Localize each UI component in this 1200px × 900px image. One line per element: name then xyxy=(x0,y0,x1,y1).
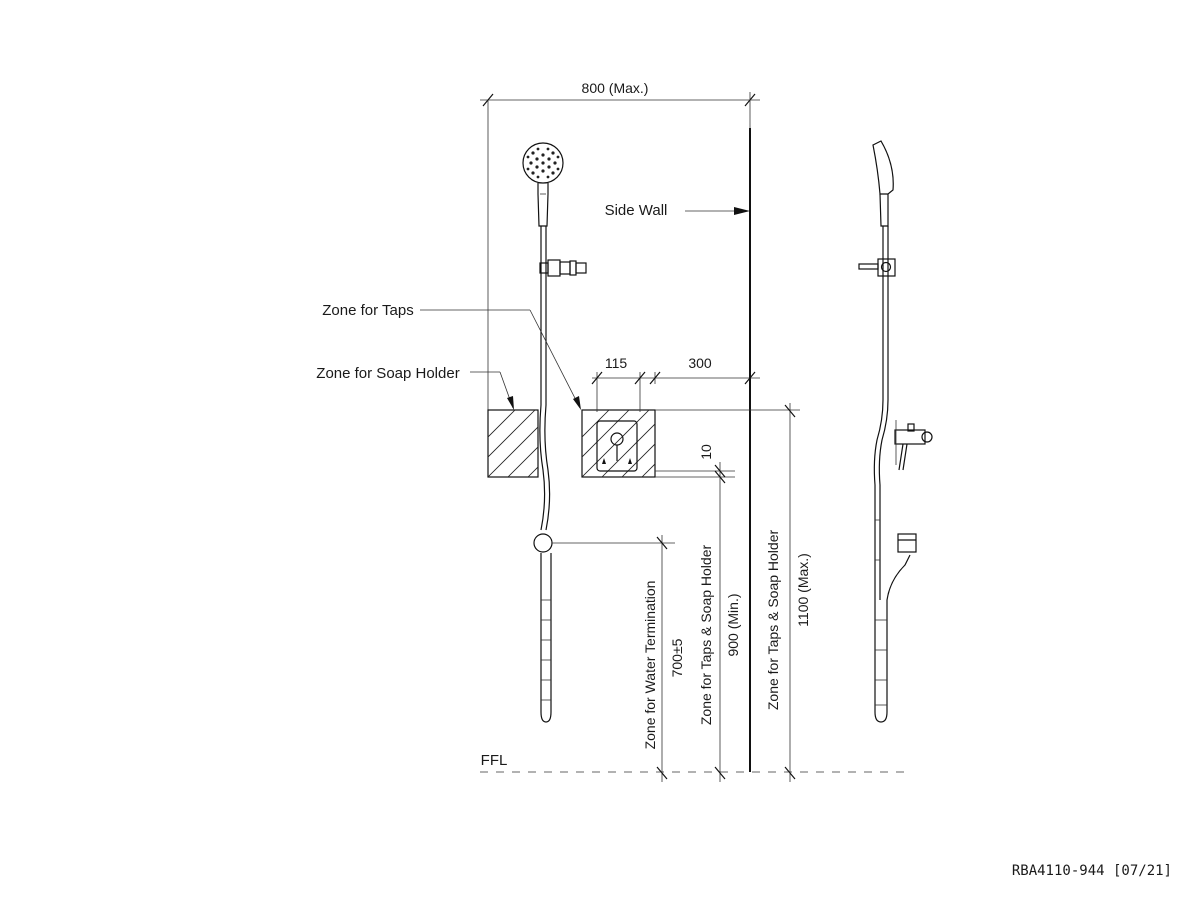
reference-code: RBA4110-944 [07/21] xyxy=(1012,863,1172,879)
dimension-300-label: 300 xyxy=(688,355,712,371)
side-wall-label: Side Wall xyxy=(605,202,668,219)
dimension-115-label: 115 xyxy=(605,355,628,371)
dimension-900-label: 900 (Min.) xyxy=(725,593,741,656)
zone-taps-label: Zone for Taps xyxy=(322,302,413,319)
ffl-label: FFL xyxy=(481,752,508,769)
dimension-10-label: 10 xyxy=(698,444,714,460)
dimension-tap-offsets: 115 300 xyxy=(591,355,760,412)
wall-elbow-icon xyxy=(533,533,553,553)
dimension-width-800: 800 (Max.) xyxy=(480,80,760,410)
tap-zone-arrow-icon xyxy=(573,396,581,410)
dimension-heights: 1100 (Max.) Zone for Taps & Soap Holder … xyxy=(552,403,811,782)
soap-zone-arrow-icon xyxy=(507,396,514,410)
side-shower-head-icon xyxy=(872,140,894,195)
side-mixer-icon xyxy=(894,420,933,471)
shower-head-icon xyxy=(522,142,564,184)
side-wall-elbow-icon xyxy=(897,533,917,553)
slider-bracket-icon xyxy=(539,259,587,277)
side-view-shower xyxy=(858,140,933,723)
mixer-plate-icon xyxy=(596,420,638,472)
zone-taps: Zone for Taps xyxy=(322,302,656,478)
side-bracket-icon xyxy=(877,258,896,277)
zone-soap-label: Zone for Soap Holder xyxy=(316,365,459,382)
zone-taps-soap-label-2: Zone for Taps & Soap Holder xyxy=(765,530,781,711)
zone-water-termination-label: Zone for Water Termination xyxy=(642,581,658,750)
dimension-700-label: 700±5 xyxy=(669,638,685,677)
zone-taps-soap-label-1: Zone for Taps & Soap Holder xyxy=(698,545,714,726)
side-wall: Side Wall xyxy=(605,128,751,772)
dimension-1100-label: 1100 (Max.) xyxy=(795,553,811,627)
zone-soap-holder: Zone for Soap Holder xyxy=(316,365,539,478)
front-view-shower xyxy=(522,142,587,723)
dimension-width-800-label: 800 (Max.) xyxy=(582,80,649,96)
side-wall-arrow-icon xyxy=(734,207,750,215)
ffl-line: FFL xyxy=(480,752,905,773)
shower-head-nozzles xyxy=(526,147,560,179)
